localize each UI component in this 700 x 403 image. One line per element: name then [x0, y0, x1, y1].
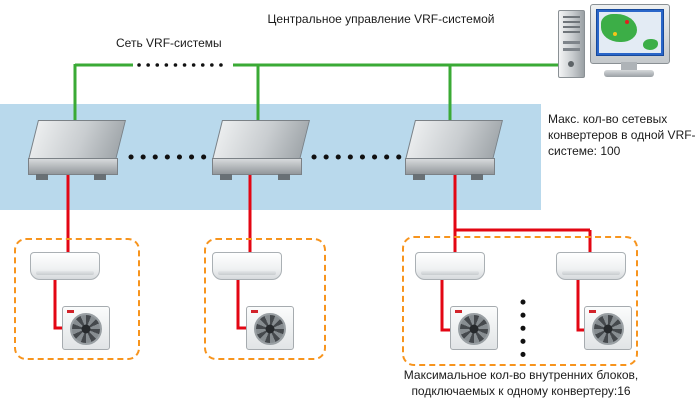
vrf-network-bus	[73, 63, 564, 132]
drive-slot	[563, 41, 580, 44]
cassette-indoor-unit-1	[62, 306, 110, 350]
cassette-indoor-unit-2	[246, 306, 294, 350]
monitor-screen	[596, 9, 664, 56]
converter-front-face	[212, 158, 302, 175]
monitor-base	[604, 70, 654, 77]
map-area-icon	[601, 14, 637, 42]
fan-icon	[592, 313, 624, 345]
converter-top-face	[28, 120, 127, 160]
indoor-unit-group-3	[402, 236, 638, 366]
converter-top-face	[212, 120, 310, 160]
converter-foot	[471, 174, 483, 180]
wall-indoor-unit-3a	[415, 252, 485, 280]
label-max-indoor-units: Максимальное кол-во внутренних блоков, п…	[403, 368, 639, 398]
wall-indoor-unit-3b	[556, 252, 626, 280]
label-central-management: Центральное управление VRF-системой	[267, 12, 495, 26]
pc-monitor	[590, 4, 670, 64]
converter-front-face	[28, 158, 118, 175]
fan-icon	[458, 313, 490, 345]
cassette-indoor-unit-3a	[450, 306, 498, 350]
converter-foot	[36, 174, 48, 180]
label-max-converters: Макс. кол-во сетевых конвертеров в одной…	[548, 112, 696, 158]
fan-icon	[254, 313, 286, 345]
converter-foot	[413, 174, 425, 180]
indoor-unit-group-2	[204, 238, 326, 360]
converter-foot	[220, 174, 232, 180]
converter-front-face	[405, 158, 495, 175]
wall-indoor-unit-2	[212, 252, 282, 280]
network-converter-3	[405, 120, 505, 182]
indoor-unit-group-1	[14, 238, 140, 360]
screen-window	[599, 12, 661, 53]
cassette-indoor-unit-3b	[584, 306, 632, 350]
map-area-icon	[643, 39, 658, 50]
wall-indoor-unit-1	[30, 252, 100, 280]
tower-vents	[563, 16, 580, 33]
drive-slot	[563, 48, 580, 51]
label-vrf-network: Сеть VRF-системы	[116, 36, 222, 50]
converter-foot	[278, 174, 290, 180]
monitor-stand	[621, 62, 637, 70]
power-button-icon	[568, 61, 574, 67]
network-converter-2	[212, 120, 312, 182]
converter-foot	[94, 174, 106, 180]
map-marker-icon	[625, 20, 629, 24]
map-marker-icon	[613, 32, 617, 36]
pc-tower	[558, 10, 585, 78]
ellipsis-dots	[128, 63, 526, 359]
network-converter-1	[28, 120, 128, 182]
converter-top-face	[405, 120, 503, 160]
fan-icon	[70, 313, 102, 345]
